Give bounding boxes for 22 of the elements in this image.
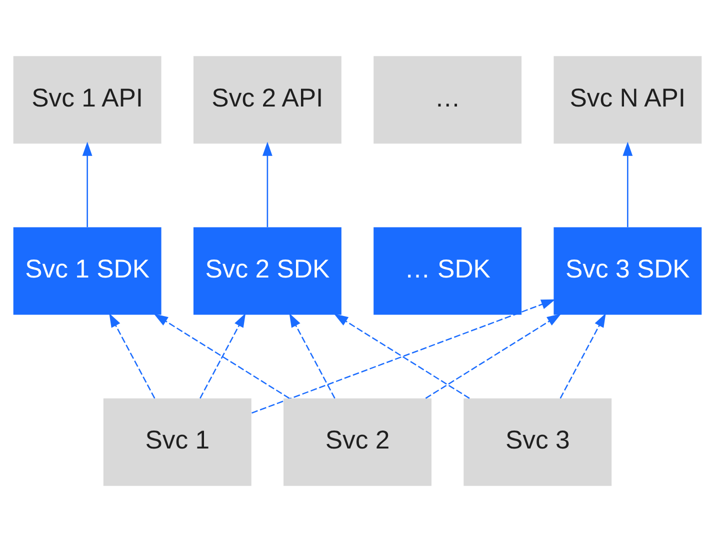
node-box: Svc 2 bbox=[284, 398, 432, 486]
arrow bbox=[262, 142, 272, 228]
node-box: Svc 3 bbox=[464, 398, 612, 486]
arrow bbox=[252, 299, 556, 414]
arrow bbox=[289, 313, 336, 399]
arrow bbox=[154, 314, 290, 399]
arrow bbox=[425, 314, 562, 399]
node-box: Svc 1 API bbox=[13, 56, 162, 144]
arrow bbox=[82, 142, 92, 228]
arrow bbox=[334, 314, 470, 399]
node-box: … bbox=[374, 56, 522, 144]
arrow bbox=[200, 313, 246, 399]
node-box: … SDK bbox=[374, 227, 522, 315]
node-box: Svc 2 API bbox=[193, 56, 342, 144]
node-box: Svc 3 SDK bbox=[554, 227, 702, 315]
arrow bbox=[622, 142, 633, 228]
node-box: Svc 1 SDK bbox=[13, 227, 162, 315]
arrow bbox=[109, 313, 156, 399]
node-box: Svc 1 bbox=[103, 398, 252, 486]
node-box: Svc N API bbox=[554, 56, 702, 144]
node-box: Svc 2 SDK bbox=[193, 227, 342, 315]
arrow bbox=[560, 313, 606, 399]
